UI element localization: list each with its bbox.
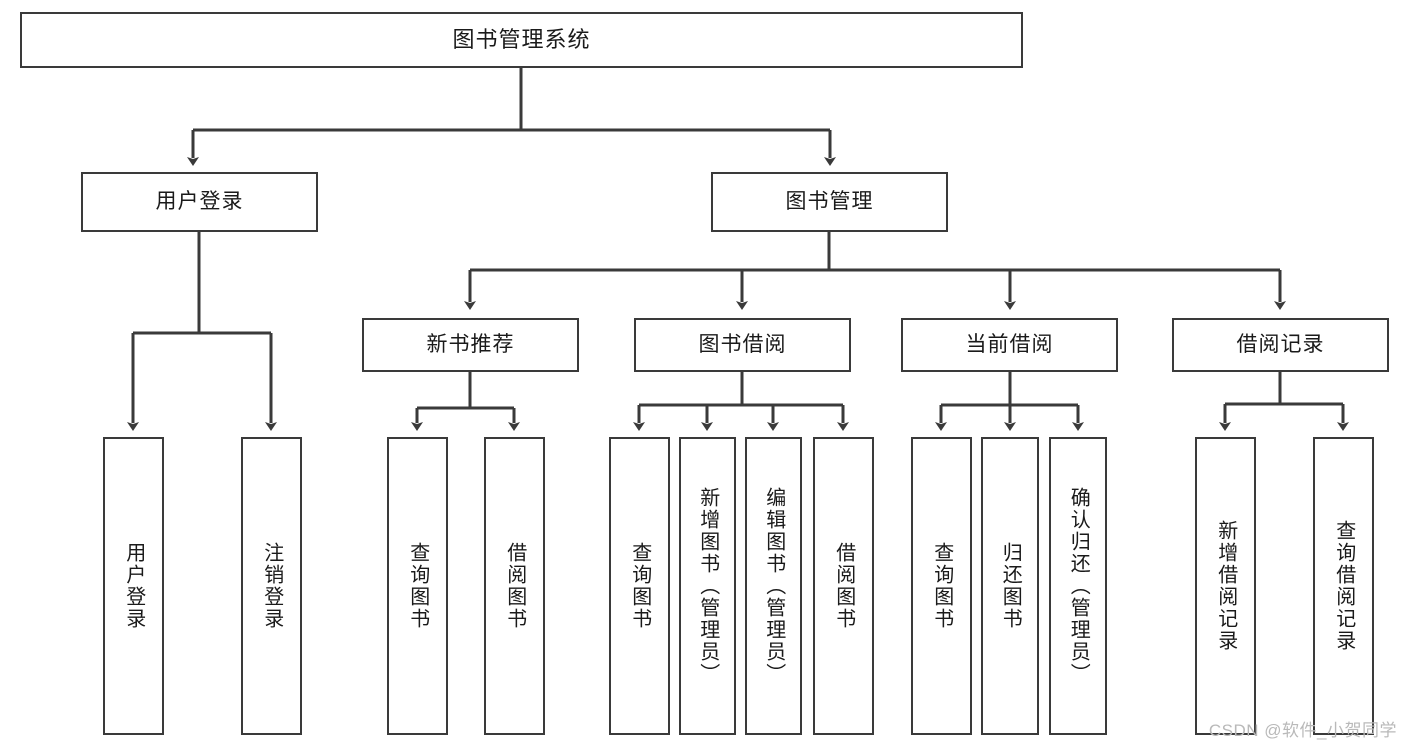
- node-label: 用户登录: [122, 542, 145, 630]
- leaf-user-login-logout[interactable]: 注销登录: [241, 437, 302, 735]
- leaf-borrow-query-book[interactable]: 查询图书: [609, 437, 670, 735]
- leaf-record-query-record[interactable]: 查询借阅记录: [1313, 437, 1374, 735]
- leaf-borrow-edit-book-admin[interactable]: 编辑图书（管理员）: [745, 437, 802, 735]
- leaf-borrow-borrow-book[interactable]: 借阅图书: [813, 437, 874, 735]
- node-label: 新书推荐: [426, 333, 515, 357]
- node-label: 查询借阅记录: [1332, 520, 1355, 652]
- node-label: 图书借阅: [698, 333, 787, 357]
- leaf-user-login-login[interactable]: 用户登录: [103, 437, 164, 735]
- leaf-recommend-borrow-book[interactable]: 借阅图书: [484, 437, 545, 735]
- node-label: 借阅图书: [503, 542, 526, 630]
- node-label: 借阅记录: [1236, 333, 1325, 357]
- node-label: 归还图书: [999, 542, 1022, 630]
- leaf-current-query-book[interactable]: 查询图书: [911, 437, 972, 735]
- node-current-borrow[interactable]: 当前借阅: [901, 318, 1118, 372]
- node-label: 注销登录: [260, 542, 283, 630]
- node-user-login[interactable]: 用户登录: [81, 172, 318, 232]
- leaf-current-return-book[interactable]: 归还图书: [981, 437, 1039, 735]
- node-label: 新增借阅记录: [1214, 520, 1237, 652]
- node-label: 查询图书: [406, 542, 429, 630]
- node-book-borrow[interactable]: 图书借阅: [634, 318, 851, 372]
- node-label: 查询图书: [628, 542, 651, 630]
- node-book-management[interactable]: 图书管理: [711, 172, 948, 232]
- node-label: 图书管理: [785, 190, 874, 214]
- watermark-text: CSDN @软件_小贺同学: [1208, 721, 1397, 740]
- leaf-recommend-query-book[interactable]: 查询图书: [387, 437, 448, 735]
- node-label: 借阅图书: [832, 542, 855, 630]
- node-label: 用户登录: [155, 190, 244, 214]
- node-root-system[interactable]: 图书管理系统: [20, 12, 1023, 68]
- node-borrow-record[interactable]: 借阅记录: [1172, 318, 1389, 372]
- node-label: 图书管理系统: [452, 26, 591, 52]
- leaf-current-confirm-return-admin[interactable]: 确认归还（管理员）: [1049, 437, 1107, 735]
- leaf-borrow-add-book-admin[interactable]: 新增图书（管理员）: [679, 437, 736, 735]
- node-label: 新增图书（管理员）: [696, 487, 719, 685]
- leaf-record-add-record[interactable]: 新增借阅记录: [1195, 437, 1256, 735]
- node-label: 确认归还（管理员）: [1067, 487, 1090, 685]
- node-label: 当前借阅: [965, 333, 1054, 357]
- node-label: 查询图书: [930, 542, 953, 630]
- node-new-book-recommend[interactable]: 新书推荐: [362, 318, 579, 372]
- node-label: 编辑图书（管理员）: [762, 487, 785, 685]
